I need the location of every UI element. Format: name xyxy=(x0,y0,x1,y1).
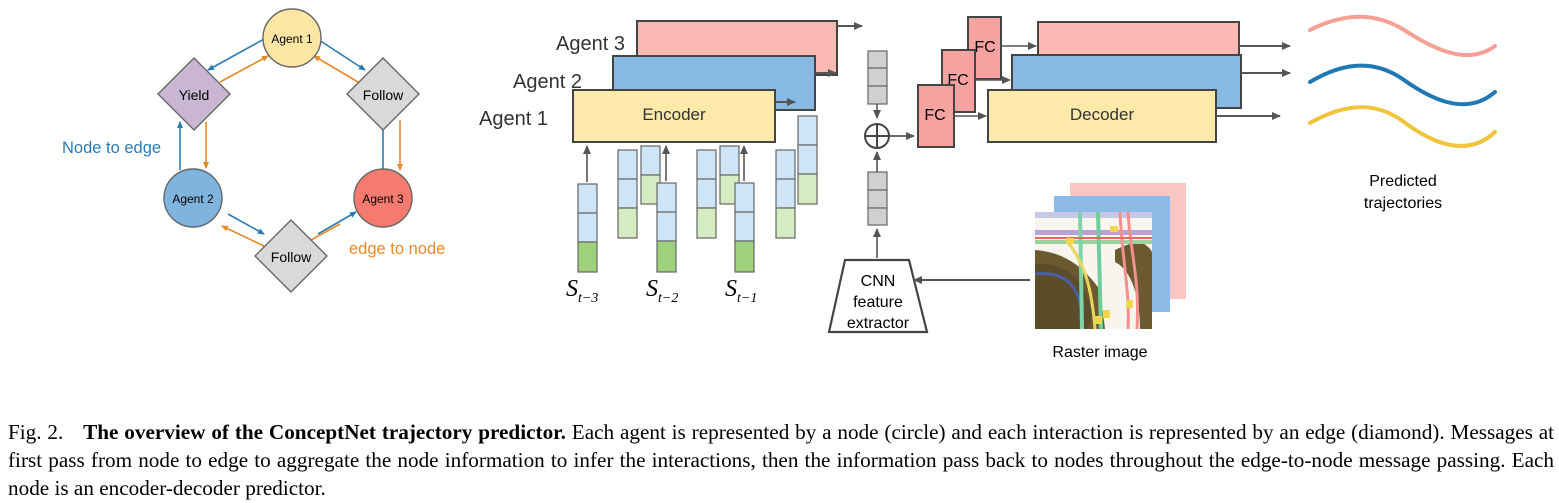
node-to-edge-arrows xyxy=(177,37,386,235)
cnn-label-line1: CNN xyxy=(861,273,896,290)
agent-2-node xyxy=(163,168,223,228)
encoded-feature-vector xyxy=(867,50,888,105)
edge-to-node-arrows xyxy=(203,55,403,247)
decoder-label: Decoder xyxy=(1070,105,1135,124)
cnn-feature-extractor xyxy=(827,258,929,334)
fc-label-agent-1: FC xyxy=(924,107,945,124)
agent-2-node-label: Agent 2 xyxy=(172,192,214,206)
fc-label-agent-3: FC xyxy=(974,39,995,56)
agent-1-row-label: Agent 1 xyxy=(479,108,548,130)
raster-map-image xyxy=(1034,211,1152,330)
edge-to-node-label: edge to node xyxy=(349,240,445,258)
raster-image-stack xyxy=(1034,183,1186,330)
state-t-1-label: St−1 xyxy=(725,276,757,306)
cnn-label-line3: extractor xyxy=(847,315,910,332)
agent-3-node-label: Agent 3 xyxy=(362,192,404,206)
encoder-agent-1 xyxy=(572,89,776,143)
figure-caption: Fig. 2. The overview of the ConceptNet t… xyxy=(8,418,1554,502)
yield-edge-diamond xyxy=(157,57,231,131)
follow-edge-top-label: Follow xyxy=(363,87,404,103)
node-to-edge-label: Node to edge xyxy=(62,139,161,157)
caption-body: Each agent is represented by a node (cir… xyxy=(8,420,1554,500)
agent-3-node xyxy=(353,168,413,228)
predicted-trajectories-curves xyxy=(1308,14,1497,148)
yield-edge-label: Yield xyxy=(179,87,210,103)
agent-2-row-label: Agent 2 xyxy=(513,71,582,93)
figure-diagram: Agent 1 Agent 2 Agent 3 Yield Follow Fol… xyxy=(62,8,1497,361)
decoder-agent-1 xyxy=(987,89,1217,143)
cnn-label-line2: feature xyxy=(853,294,903,311)
agent-3-row-label: Agent 3 xyxy=(556,33,625,55)
follow-edge-bottom-diamond xyxy=(254,219,328,293)
raster-image-label: Raster image xyxy=(1052,344,1147,361)
agent-1-node xyxy=(262,8,322,68)
interaction-graph: Agent 1 Agent 2 Agent 3 Yield Follow Fol… xyxy=(62,8,445,293)
figure-number: Fig. 2. xyxy=(8,420,64,444)
follow-edge-bottom-label: Follow xyxy=(271,249,312,265)
network-diagram: Agent 3 Agent 2 Agent 1 Encoder xyxy=(479,14,1497,361)
predicted-label-line1: Predicted xyxy=(1369,173,1437,190)
input-state-stacks xyxy=(577,115,818,273)
cnn-feature-vector xyxy=(867,171,888,226)
state-t-3-label: St−3 xyxy=(566,276,598,306)
state-t-2-label: St−2 xyxy=(646,276,678,306)
follow-edge-top-diamond xyxy=(346,57,420,131)
predicted-label-line2: trajectories xyxy=(1364,195,1442,212)
caption-title: The overview of the ConceptNet trajector… xyxy=(83,420,566,444)
agent-1-node-label: Agent 1 xyxy=(271,32,313,46)
encoder-label: Encoder xyxy=(642,105,706,124)
concatenate-plus-icon xyxy=(864,123,890,149)
